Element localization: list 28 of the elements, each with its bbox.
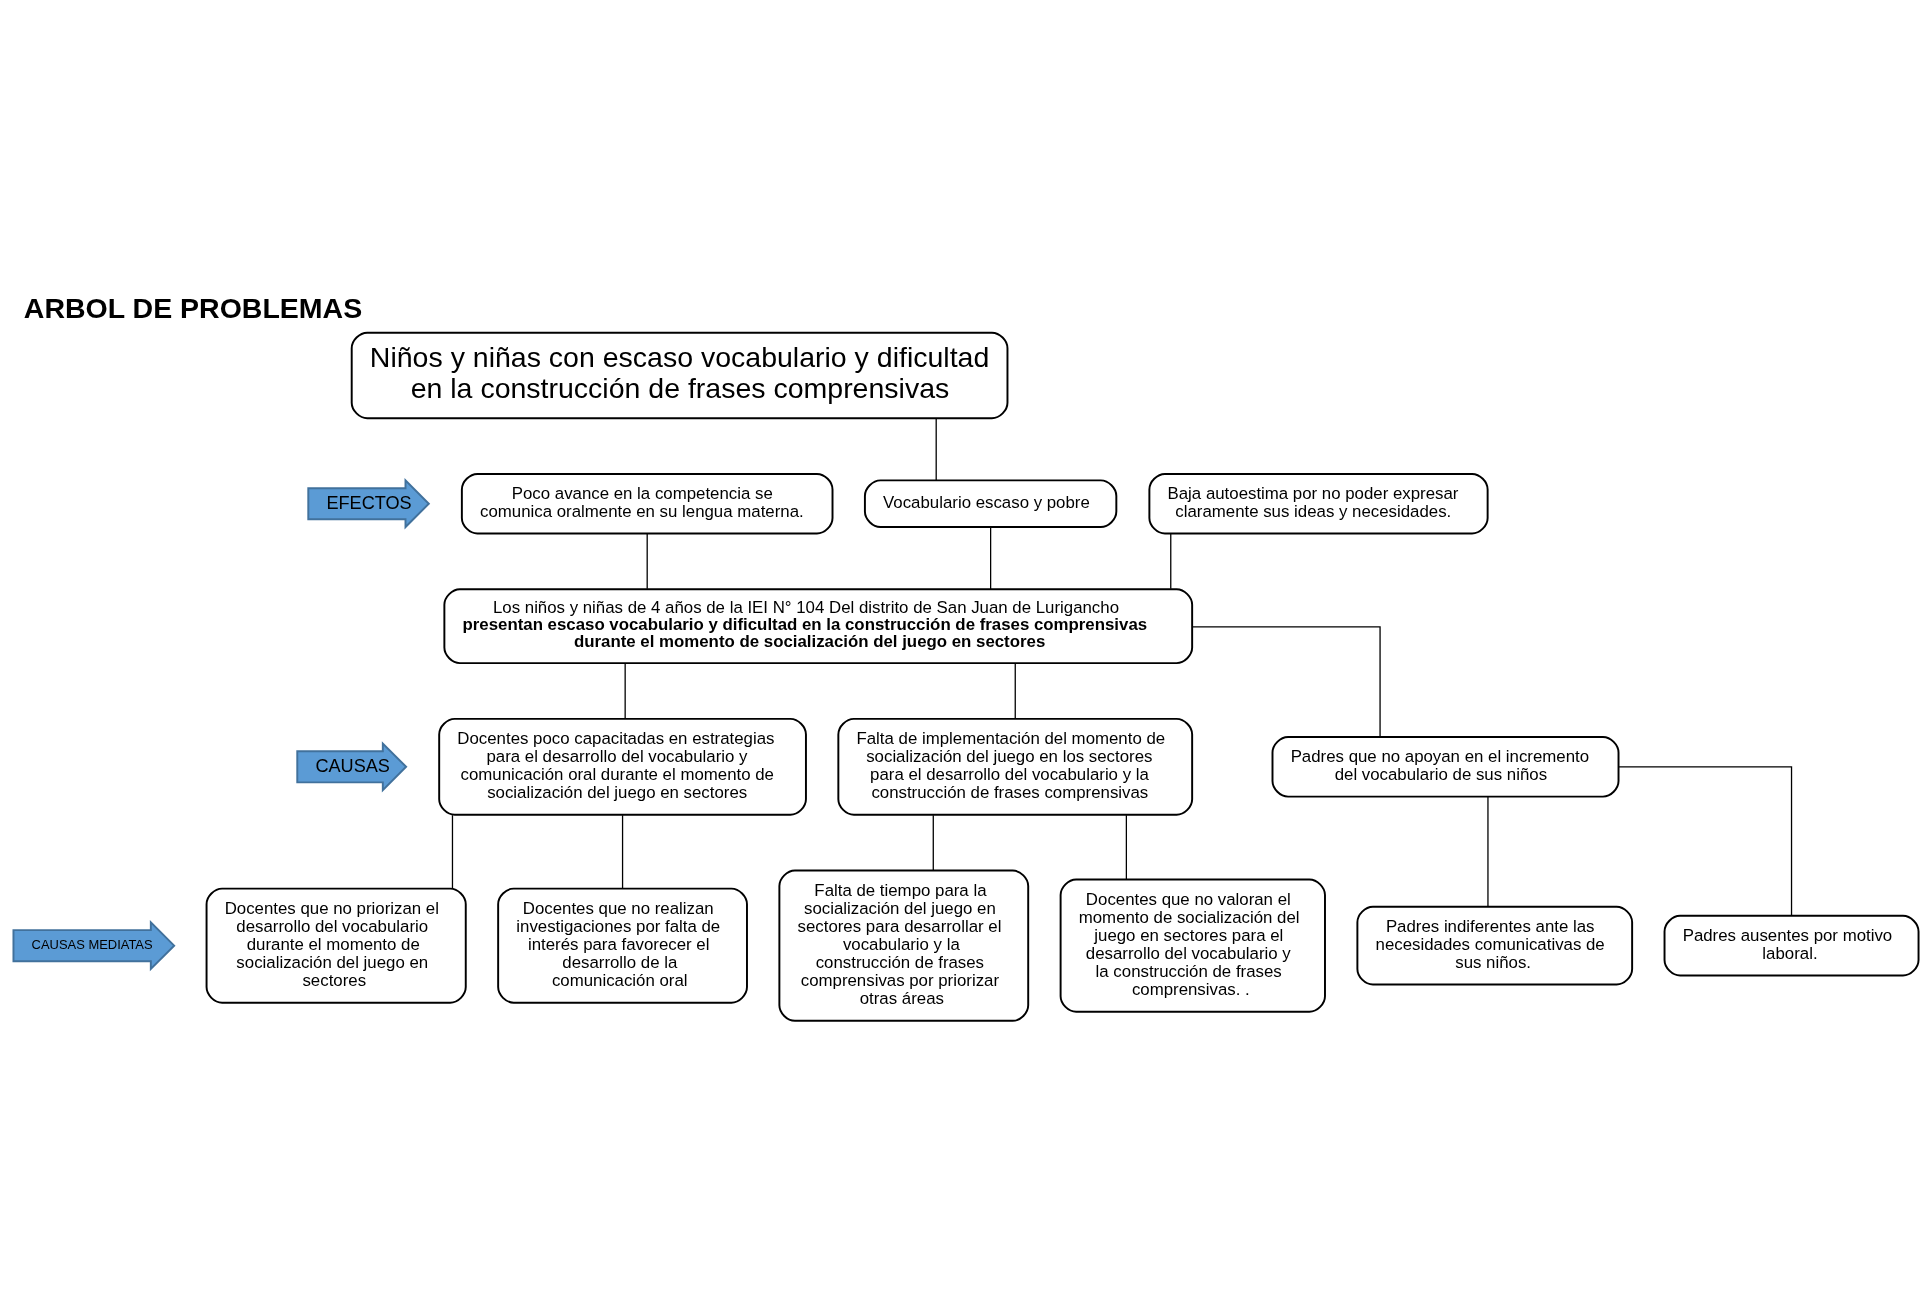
connector xyxy=(1618,765,1793,916)
connector xyxy=(621,814,624,889)
node-box: Docentes que no valoran el momento de socialización del juego en sectores para el desarrollo del vocabulario y la construcción de frases comprensivas. . xyxy=(1059,878,1326,1013)
connector xyxy=(624,662,626,719)
node-box: Baja autoestima por no poder expresar claramente sus ideas y necesidades. xyxy=(1148,472,1489,534)
connector xyxy=(989,526,992,590)
node-box: Falta de implementación del momento de socialización del juego en los sectores para el desarrollo del vocabulario y la construcción de frases comprensivas xyxy=(837,717,1194,816)
diagram-title: ARBOL DE PROBLEMAS xyxy=(23,291,363,324)
node-box: Padres ausentes por motivo laboral. xyxy=(1663,914,1920,976)
connector xyxy=(1191,625,1381,737)
connector xyxy=(1170,532,1172,589)
connector xyxy=(1487,795,1489,907)
node-box: Los niños y niñas de 4 años de la IEI N° 104 Del distrito de San Juan de Lurigancho presentan escaso vocabulario y dificultad en la construcción de frases comprensivas durante el momento de socialización del juego en sectores xyxy=(443,587,1194,664)
connector xyxy=(1125,814,1128,880)
node-box: Poco avance en la competencia se comunica oralmente en su lengua materna. xyxy=(460,472,834,534)
node-box: Vocabulario escaso y pobre xyxy=(863,478,1118,528)
connector xyxy=(935,417,937,481)
node-box: Docentes poco capacitadas en estrategias para el desarrollo del vocabulario y comunicación oral durante el momento de socialización del juego en sectores xyxy=(438,717,807,816)
connector xyxy=(451,814,454,889)
node-box: Niños y niñas con escaso vocabulario y dificultad en la construcción de frases comprensivas xyxy=(350,331,1009,419)
node-box: Padres indiferentes ante las necesidades comunicativas de sus niños. xyxy=(1356,905,1634,985)
connector xyxy=(646,532,648,589)
node-box: Docentes que no realizan investigaciones por falta de interés para favorecer el desarrollo de la comunicación oral xyxy=(497,887,748,1004)
connector xyxy=(1014,662,1016,719)
node-box: Falta de tiempo para la socialización del juego en sectores para desarrollar el vocabulario y la construcción de frases comprensivas por priorizar otras áreas xyxy=(778,869,1030,1022)
node-box: Docentes que no priorizan el desarrollo del vocabulario durante el momento de socialización del juego en sectores xyxy=(205,887,467,1004)
node-box: Padres que no apoyan en el incremento del vocabulario de sus niños xyxy=(1271,735,1620,798)
connector xyxy=(932,814,934,871)
